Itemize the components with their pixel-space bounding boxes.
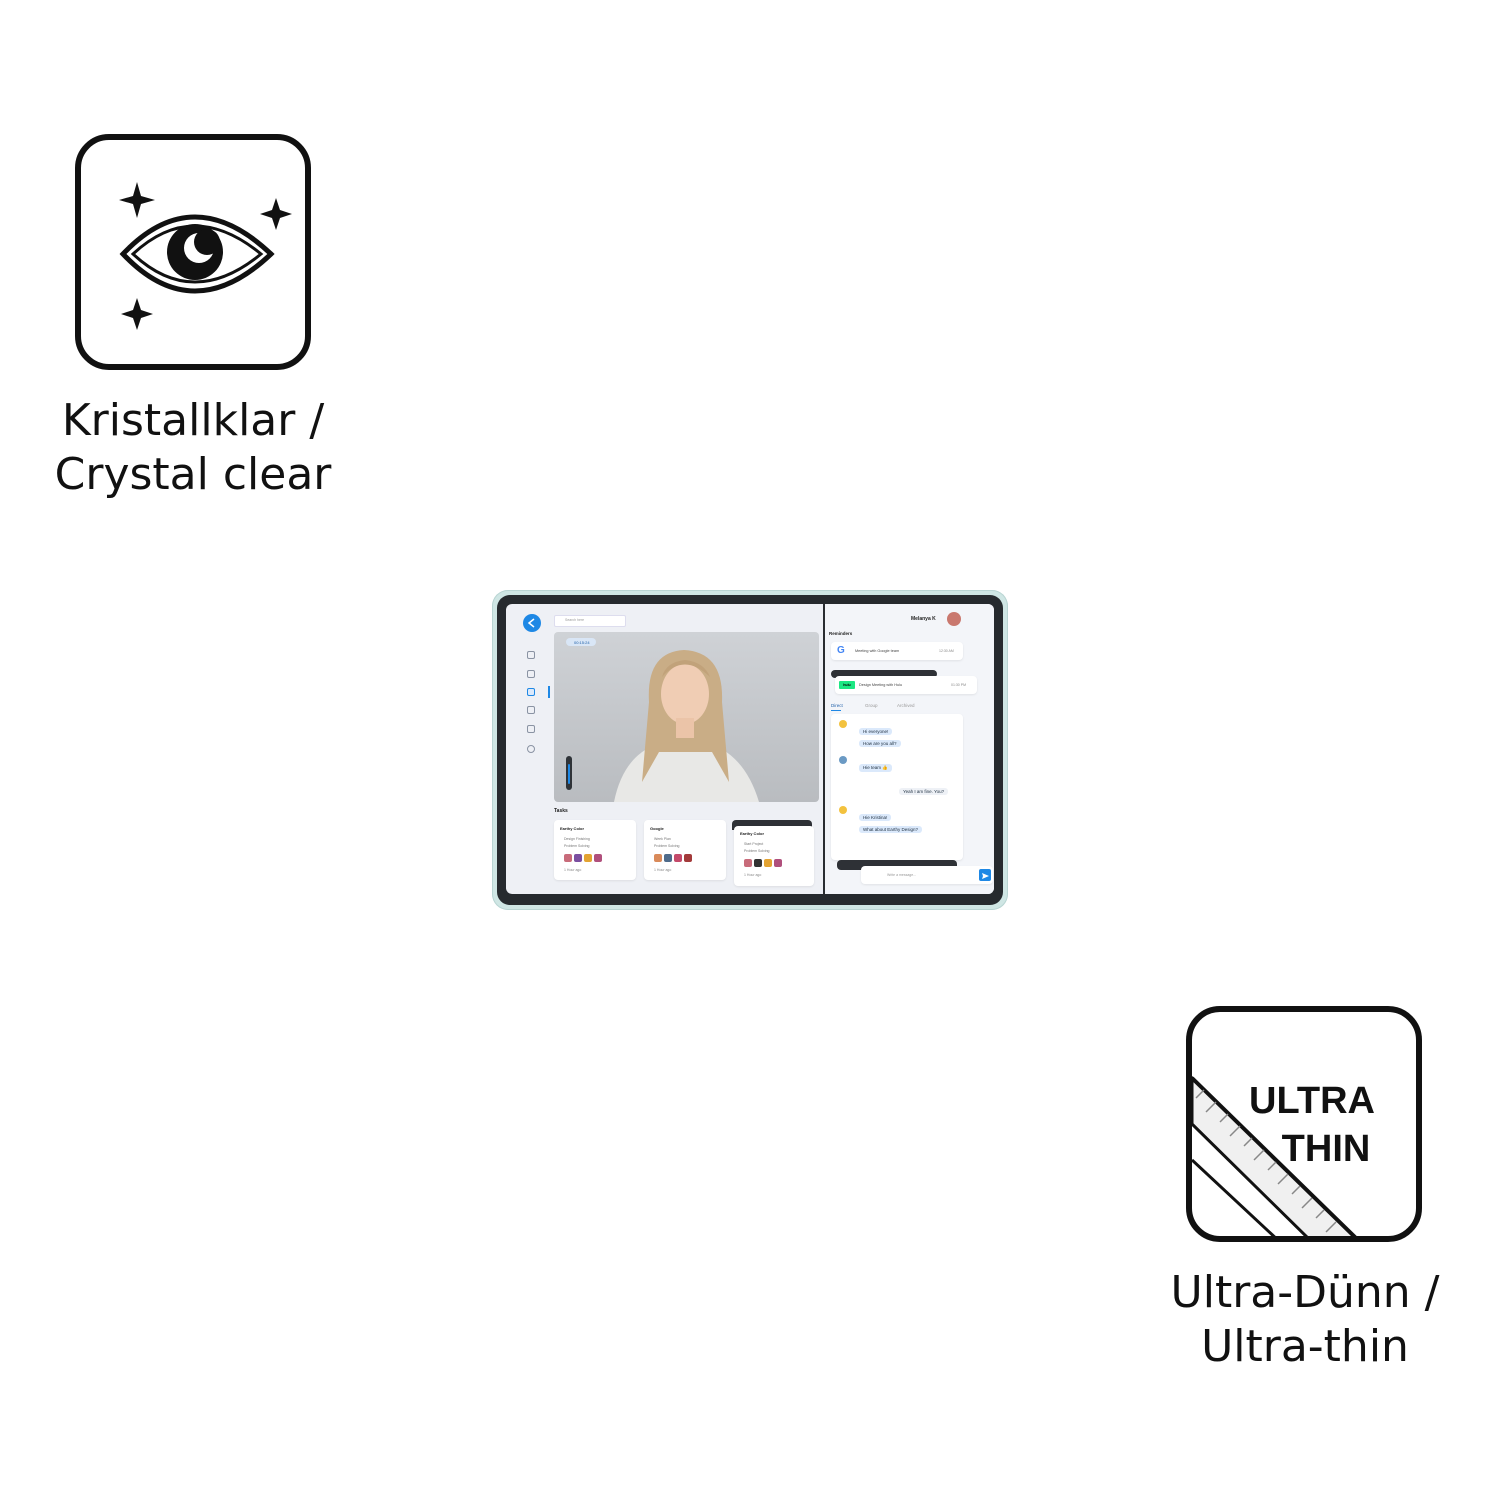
task-item: Problem Solving — [744, 849, 770, 853]
message-bubble: How are you all? — [859, 740, 901, 747]
avatar — [764, 859, 772, 867]
split-divider[interactable] — [823, 604, 825, 894]
task-card-3-shadow — [732, 820, 812, 830]
dashboard-icon[interactable] — [527, 651, 535, 659]
reminder-shadow — [831, 670, 937, 678]
ultra-thin-caption: Ultra-Dünn / Ultra-thin — [1150, 1266, 1460, 1374]
message-bubble: What about Earthy Design? — [859, 826, 923, 833]
tablet-device: Search here 00:15:24 — [492, 590, 1008, 910]
tab-archived[interactable]: Archived — [897, 703, 915, 708]
task-item: Problem Solving — [564, 844, 590, 848]
avatar — [684, 854, 692, 862]
avatar — [574, 854, 582, 862]
ultra-thin-caption-line1: Ultra-Dünn / — [1170, 1267, 1440, 1318]
avatar[interactable] — [947, 612, 961, 626]
reminder-text: Design Meeting with Hulu — [859, 683, 903, 687]
ultra-badge-line1: ULTRA — [1249, 1080, 1375, 1122]
reminder-text: Meeting with Google team — [855, 649, 900, 653]
tab-direct-underline — [831, 710, 841, 711]
task-card-3[interactable]: Earthy Color Start Project Problem Solvi… — [734, 826, 814, 886]
avatar — [744, 859, 752, 867]
users-icon[interactable] — [527, 670, 535, 678]
avatar — [654, 854, 662, 862]
task-item: Problem Solving — [654, 844, 680, 848]
ultra-badge-line2: THIN — [1281, 1128, 1371, 1170]
composer-shadow — [837, 860, 957, 870]
task-time: 1 Hour ago — [654, 868, 672, 872]
search-placeholder: Search here — [565, 618, 585, 622]
tablet-screen: Search here 00:15:24 — [506, 604, 994, 894]
reminder-time: 12:30 AM — [939, 649, 954, 653]
active-indicator — [548, 686, 550, 698]
reminders-title: Reminders — [829, 631, 853, 636]
task-time: 1 Hour ago — [564, 868, 582, 872]
task-card-title: Earthy Color — [740, 831, 765, 836]
reminder-item-2[interactable]: hulu Design Meeting with Hulu 01:30 PM — [835, 676, 977, 694]
eye-sparkle-icon — [119, 182, 292, 330]
avatar — [754, 859, 762, 867]
avatar — [774, 859, 782, 867]
video-call-panel: 00:15:24 — [554, 632, 819, 802]
send-icon — [982, 873, 989, 879]
avatar — [839, 756, 847, 764]
crystal-clear-caption-line1: Kristallklar / — [61, 395, 325, 446]
task-item: Design Finishing — [564, 837, 590, 841]
crystal-clear-badge — [75, 134, 311, 370]
video-icon[interactable] — [527, 688, 535, 696]
main-caller-video — [614, 650, 759, 802]
avatar — [664, 854, 672, 862]
avatar — [839, 806, 847, 814]
task-card-title: Earthy Color — [560, 826, 585, 831]
crystal-clear-caption-line2: Crystal clear — [54, 449, 332, 500]
avatar — [584, 854, 592, 862]
ultra-thin-badge: ULTRA THIN — [1186, 1006, 1422, 1242]
ruler-layer-icon — [1192, 1075, 1357, 1236]
avatar — [594, 854, 602, 862]
task-item: Week Plan — [654, 837, 671, 841]
message-bubble: Yeah I am fine. You? — [899, 788, 949, 795]
google-logo-icon: G — [837, 645, 845, 656]
task-card-title: Google — [650, 826, 664, 831]
tablet-bezel: Search here 00:15:24 — [497, 595, 1003, 905]
call-timer: 00:15:24 — [574, 639, 590, 645]
message-bubble: Hie team 👍 — [859, 764, 892, 772]
tab-group[interactable]: Group — [865, 703, 878, 708]
right-pane: Melanya K Reminders G Meeting with Googl… — [825, 604, 994, 894]
ultra-thin-caption-line2: Ultra-thin — [1201, 1321, 1409, 1372]
hulu-logo-icon: hulu — [839, 681, 855, 689]
avatar — [674, 854, 682, 862]
task-card-2[interactable]: Google Week Plan Problem Solving 1 Hour … — [644, 820, 726, 880]
avatar — [839, 720, 847, 728]
app-logo-icon — [523, 614, 541, 632]
crystal-clear-caption: Kristallklar / Crystal clear — [0, 394, 386, 502]
message-bubble: Hie Kristina! — [859, 814, 892, 821]
chart-icon[interactable] — [527, 725, 535, 733]
task-card-1[interactable]: Earthy Color Design Finishing Problem So… — [554, 820, 636, 880]
message-composer[interactable]: Write a message... — [861, 866, 993, 884]
message-input[interactable]: Write a message... — [887, 873, 917, 877]
message-bubble: Hi everyone! — [859, 728, 893, 735]
reminder-time: 01:30 PM — [951, 683, 966, 687]
document-icon[interactable] — [527, 706, 535, 714]
reminder-item-1[interactable]: G Meeting with Google team 12:30 AM — [831, 642, 963, 660]
send-button[interactable] — [979, 869, 991, 881]
avatar — [564, 854, 572, 862]
gear-icon[interactable] — [527, 745, 535, 753]
call-timer-badge: 00:15:24 — [566, 638, 596, 646]
task-time: 1 Hour ago — [744, 873, 762, 877]
tasks-title: Tasks — [554, 808, 568, 814]
tab-direct[interactable]: Direct — [831, 703, 843, 708]
task-item: Start Project — [744, 842, 764, 846]
volume-slider[interactable] — [566, 756, 572, 790]
user-name: Melanya K — [911, 616, 936, 622]
search-input[interactable]: Search here — [554, 615, 626, 627]
chat-panel: Hi everyone! How are you all? Hie team 👍… — [831, 714, 963, 860]
